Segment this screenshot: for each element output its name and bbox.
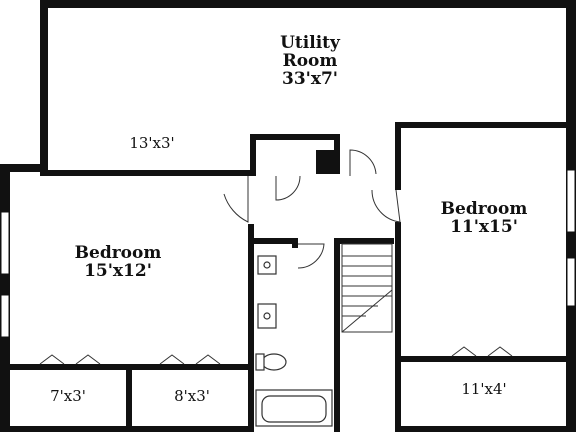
closet-right-dimensions: 11'x4' xyxy=(461,380,506,398)
utility-room-dimensions: 33'x7' xyxy=(282,69,338,89)
utility-room-name-line2: Room xyxy=(283,51,338,71)
doors xyxy=(39,149,513,365)
stairs xyxy=(341,243,393,333)
closet-left-b-dimensions: 8'x3' xyxy=(174,387,210,405)
windows xyxy=(0,169,576,338)
labels: Utility Room 33'x7' 13'x3' Bedroom 15'x1… xyxy=(50,33,527,405)
toilet xyxy=(261,353,287,371)
bedroom-right-dimensions: 11'x15' xyxy=(450,217,518,237)
bedroom-left-dimensions: 15'x12' xyxy=(84,261,152,281)
closet-top-dimensions: 13'x3' xyxy=(129,134,174,152)
bedroom-left-name: Bedroom xyxy=(75,243,162,263)
bathroom-fixtures xyxy=(255,255,333,427)
bedroom-right-name: Bedroom xyxy=(441,199,528,219)
utility-room-name-line1: Utility xyxy=(280,33,341,53)
closet-left-a-dimensions: 7'x3' xyxy=(50,387,86,405)
